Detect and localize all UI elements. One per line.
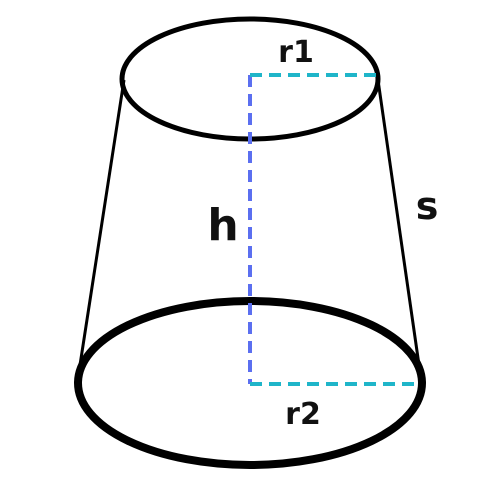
slant-height-label: s	[416, 184, 439, 228]
right-slant-edge	[376, 79, 421, 366]
bottom-radius-label: r2	[285, 397, 321, 432]
top-radius-label: r1	[278, 35, 314, 70]
bottom-ellipse	[74, 297, 426, 469]
height-label: h	[207, 200, 238, 251]
left-slant-edge	[78, 79, 126, 366]
